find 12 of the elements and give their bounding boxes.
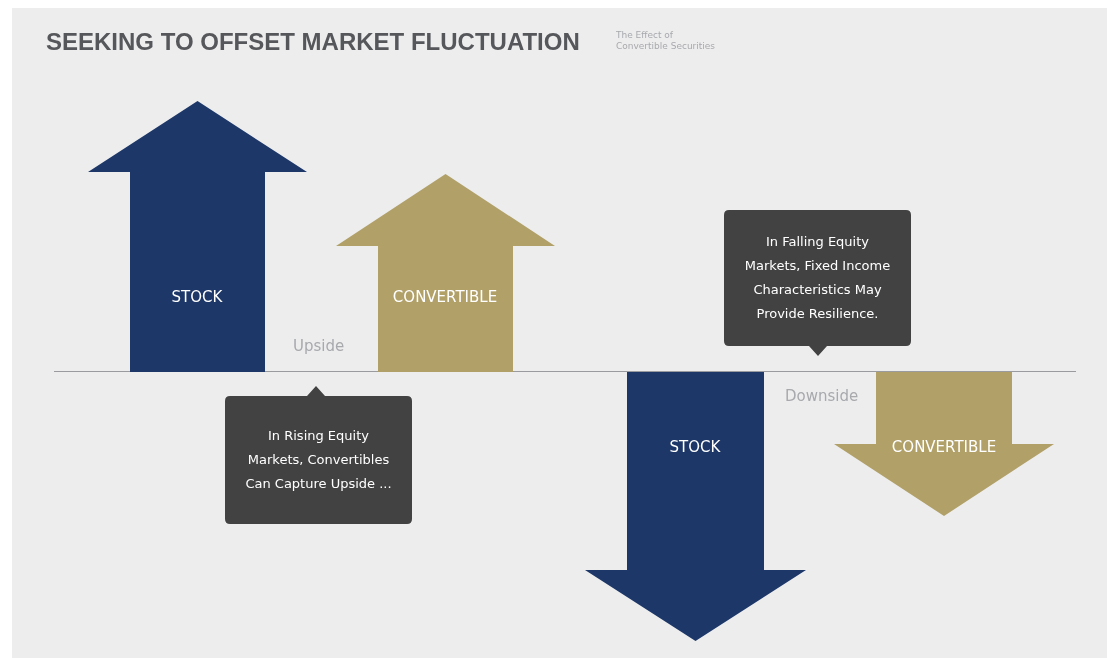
callout-text: In Rising Equity Markets, Convertibles Can Capture Upside ...	[244, 427, 393, 493]
callout-box	[225, 386, 412, 524]
arrow-label: CONVERTIBLE	[392, 288, 498, 306]
callout-box	[724, 210, 911, 356]
axis-label: Downside	[785, 387, 859, 405]
arrow-label: CONVERTIBLE	[891, 438, 997, 456]
axis-label: Upside	[293, 337, 345, 355]
callout-text: In Falling Equity Markets, Fixed Income Characteristics May Provide Resilience.	[743, 233, 892, 323]
title: SEEKING TO OFFSET MARKET FLUCTUATION	[46, 28, 580, 56]
subtitle: The Effect of Convertible Securities	[616, 30, 717, 52]
arrow-label: STOCK	[171, 288, 223, 306]
arrow-label: STOCK	[669, 438, 721, 456]
